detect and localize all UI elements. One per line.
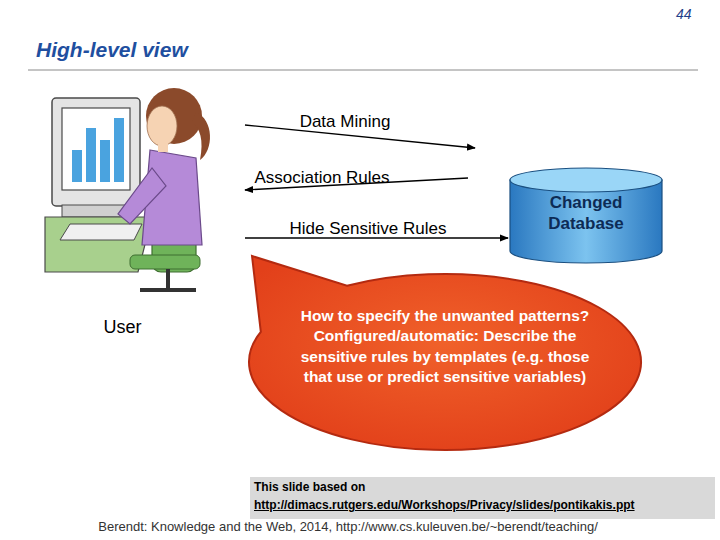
title-rule xyxy=(28,70,698,71)
database-cylinder: Changed Database xyxy=(510,168,662,263)
user-illustration xyxy=(45,88,210,290)
screen-bar xyxy=(86,128,96,182)
monitor-stand xyxy=(62,205,128,217)
source-box: This slide based on http://dimacs.rutgers… xyxy=(250,477,715,519)
chair-seat xyxy=(130,255,200,269)
hair xyxy=(146,88,202,144)
monitor-case xyxy=(52,98,140,206)
source-link: http://dimacs.rutgers.edu/Workshops/Priv… xyxy=(254,498,635,512)
callout-bubble: How to specify the unwanted patterns? Co… xyxy=(240,250,645,455)
neck xyxy=(158,142,168,152)
user-figure: User xyxy=(40,92,245,340)
chair-post xyxy=(166,269,170,288)
arrow-label: Data Mining xyxy=(300,112,391,132)
node-text: This slide based on xyxy=(254,480,365,494)
screen-bar xyxy=(100,140,110,182)
monitor-screen xyxy=(62,108,130,190)
callout-shape xyxy=(249,256,641,450)
screen-bar xyxy=(72,150,82,182)
footer-note: Berendt: Knowledge and the Web, 2014, ht… xyxy=(20,519,676,534)
ponytail xyxy=(192,112,210,160)
slide-title: High-level view xyxy=(36,38,188,62)
chair-base xyxy=(140,288,196,292)
desk xyxy=(45,217,152,272)
torso xyxy=(142,150,202,245)
chair-back xyxy=(152,190,196,272)
arm xyxy=(118,168,166,224)
page-number: 44 xyxy=(676,6,692,22)
node-text: Changed Database xyxy=(531,192,641,235)
keyboard xyxy=(60,224,142,240)
arrow-label: Association Rules xyxy=(254,168,389,188)
screen-bar xyxy=(114,118,124,182)
node-text: How to specify the unwanted patterns? Co… xyxy=(285,306,605,388)
arrow-label: Hide Sensitive Rules xyxy=(290,219,447,239)
cylinder-top xyxy=(510,168,662,192)
face xyxy=(147,106,177,146)
node-text: User xyxy=(40,317,205,338)
